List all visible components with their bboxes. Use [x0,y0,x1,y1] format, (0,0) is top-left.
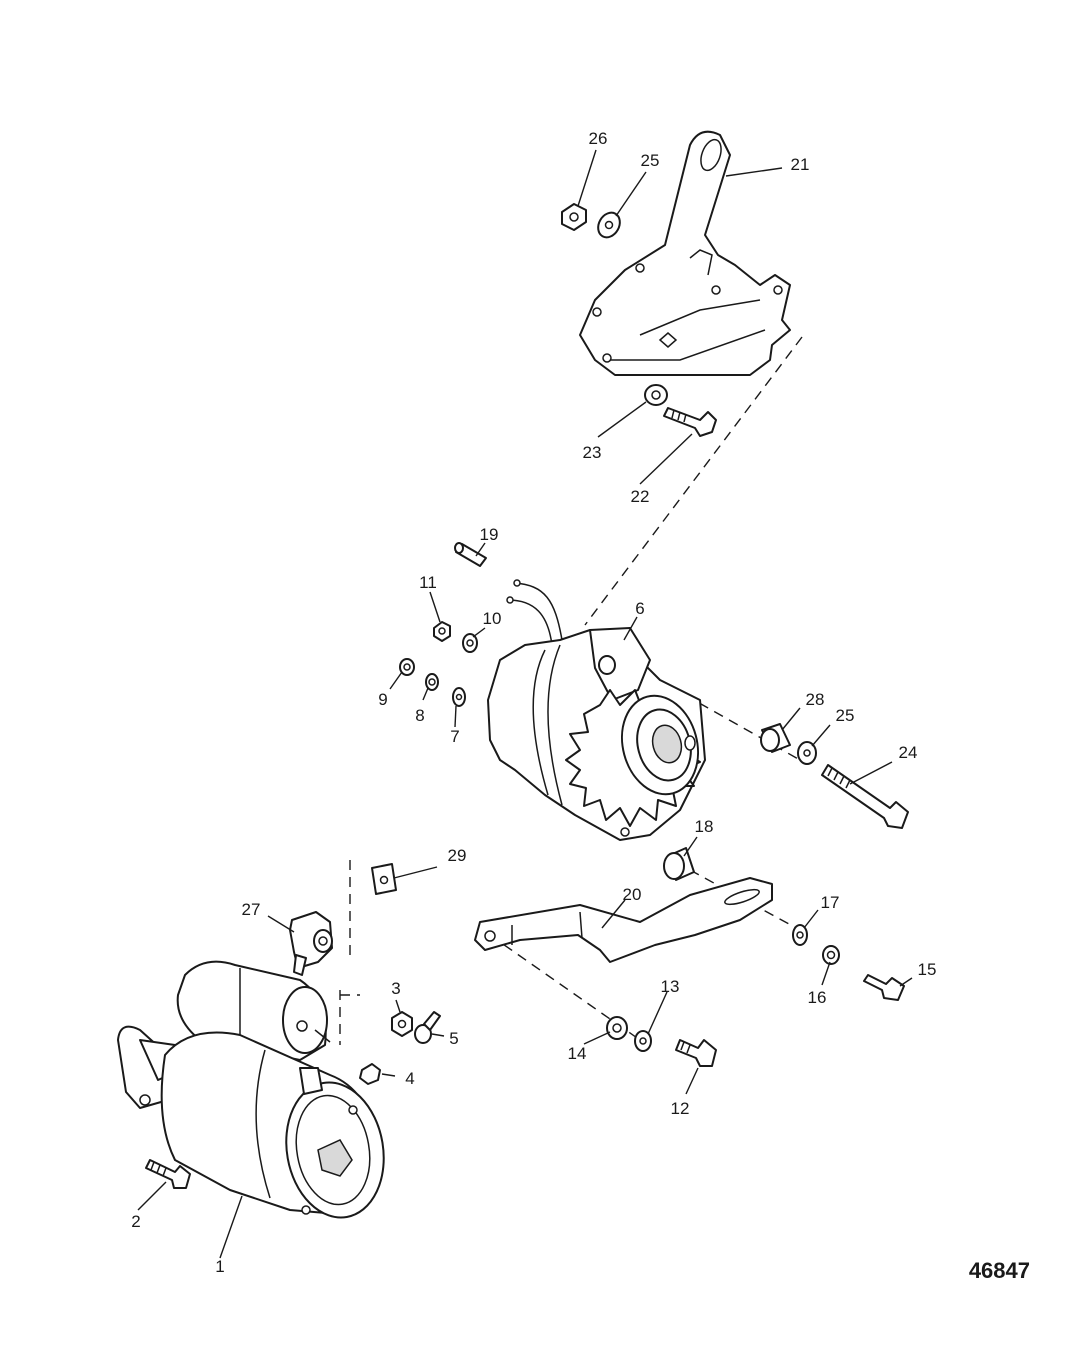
bolt-part-2 [145,1159,191,1189]
spacer-part-18 [663,847,695,881]
callout-10: 10 [483,609,502,628]
callout-21: 21 [791,155,810,174]
washer-part-17 [792,924,808,946]
relay-part-28 [289,911,333,976]
figure-number: 46847 [969,1258,1030,1283]
callout-28: 27 [242,900,261,919]
starter-motor-part-1 [117,960,385,1219]
pin-part-19 [454,542,487,567]
washer-part-8 [425,673,439,691]
bolt-part-22 [663,407,717,437]
alternator-part-6 [487,627,706,841]
callout-11: 11 [419,573,437,592]
callout-8: 8 [415,706,424,725]
callout-6: 6 [635,599,644,618]
bolt-part-12 [675,1039,717,1067]
callout-7: 7 [450,727,459,746]
callout-27: 26 [589,129,608,148]
callout-20: 20 [623,885,642,904]
callout-2: 2 [131,1212,140,1231]
nut-part-27 [561,203,587,231]
callout-18: 18 [695,817,714,836]
washer-part-10 [462,633,478,653]
callout-17: 17 [821,893,840,912]
callout-25-lower: 25 [836,706,855,725]
bolt-part-15 [863,974,905,1001]
nut-part-29 [371,863,397,895]
callout-3: 3 [391,979,400,998]
nut-part-4 [359,1063,381,1085]
bolt-part-24 [821,764,909,829]
nut-part-9 [399,658,415,676]
callout-12: 12 [671,1099,690,1118]
washer-part-25-lower [797,741,817,765]
washer-part-13 [634,1030,652,1052]
callout-15: 15 [918,960,937,979]
callout-4: 4 [405,1069,414,1088]
nut-part-16 [822,945,840,965]
callout-25-top: 25 [641,151,660,170]
screw-part-5 [414,1011,441,1044]
washer-part-23 [644,384,668,406]
alternator-wires [506,579,563,646]
callout-22: 22 [631,487,650,506]
callout-29: 29 [448,846,467,865]
adjusting-arm-part-20 [474,877,773,963]
callout-26: 28 [806,690,825,709]
callout-24: 24 [899,743,918,762]
callout-19: 19 [480,525,499,544]
washer-part-7 [452,687,466,707]
spacer-part-26 [760,723,791,753]
callout-1: 1 [215,1257,224,1276]
callout-16: 16 [808,988,827,1007]
washer-part-25-top [597,211,621,239]
callout-leader-lines [137,149,913,1259]
nut-part-11 [433,621,451,642]
callout-9: 9 [378,690,387,709]
callout-13: 13 [661,977,680,996]
nut-part-14 [606,1016,628,1040]
callout-14: 14 [568,1044,587,1063]
callout-23: 23 [583,443,602,462]
upper-bracket-part-21 [579,130,791,376]
callout-5: 5 [449,1029,458,1048]
nut-part-3 [391,1011,413,1037]
callout-labels: 26 25 21 23 22 19 11 10 9 8 7 6 28 25 24… [131,129,936,1276]
